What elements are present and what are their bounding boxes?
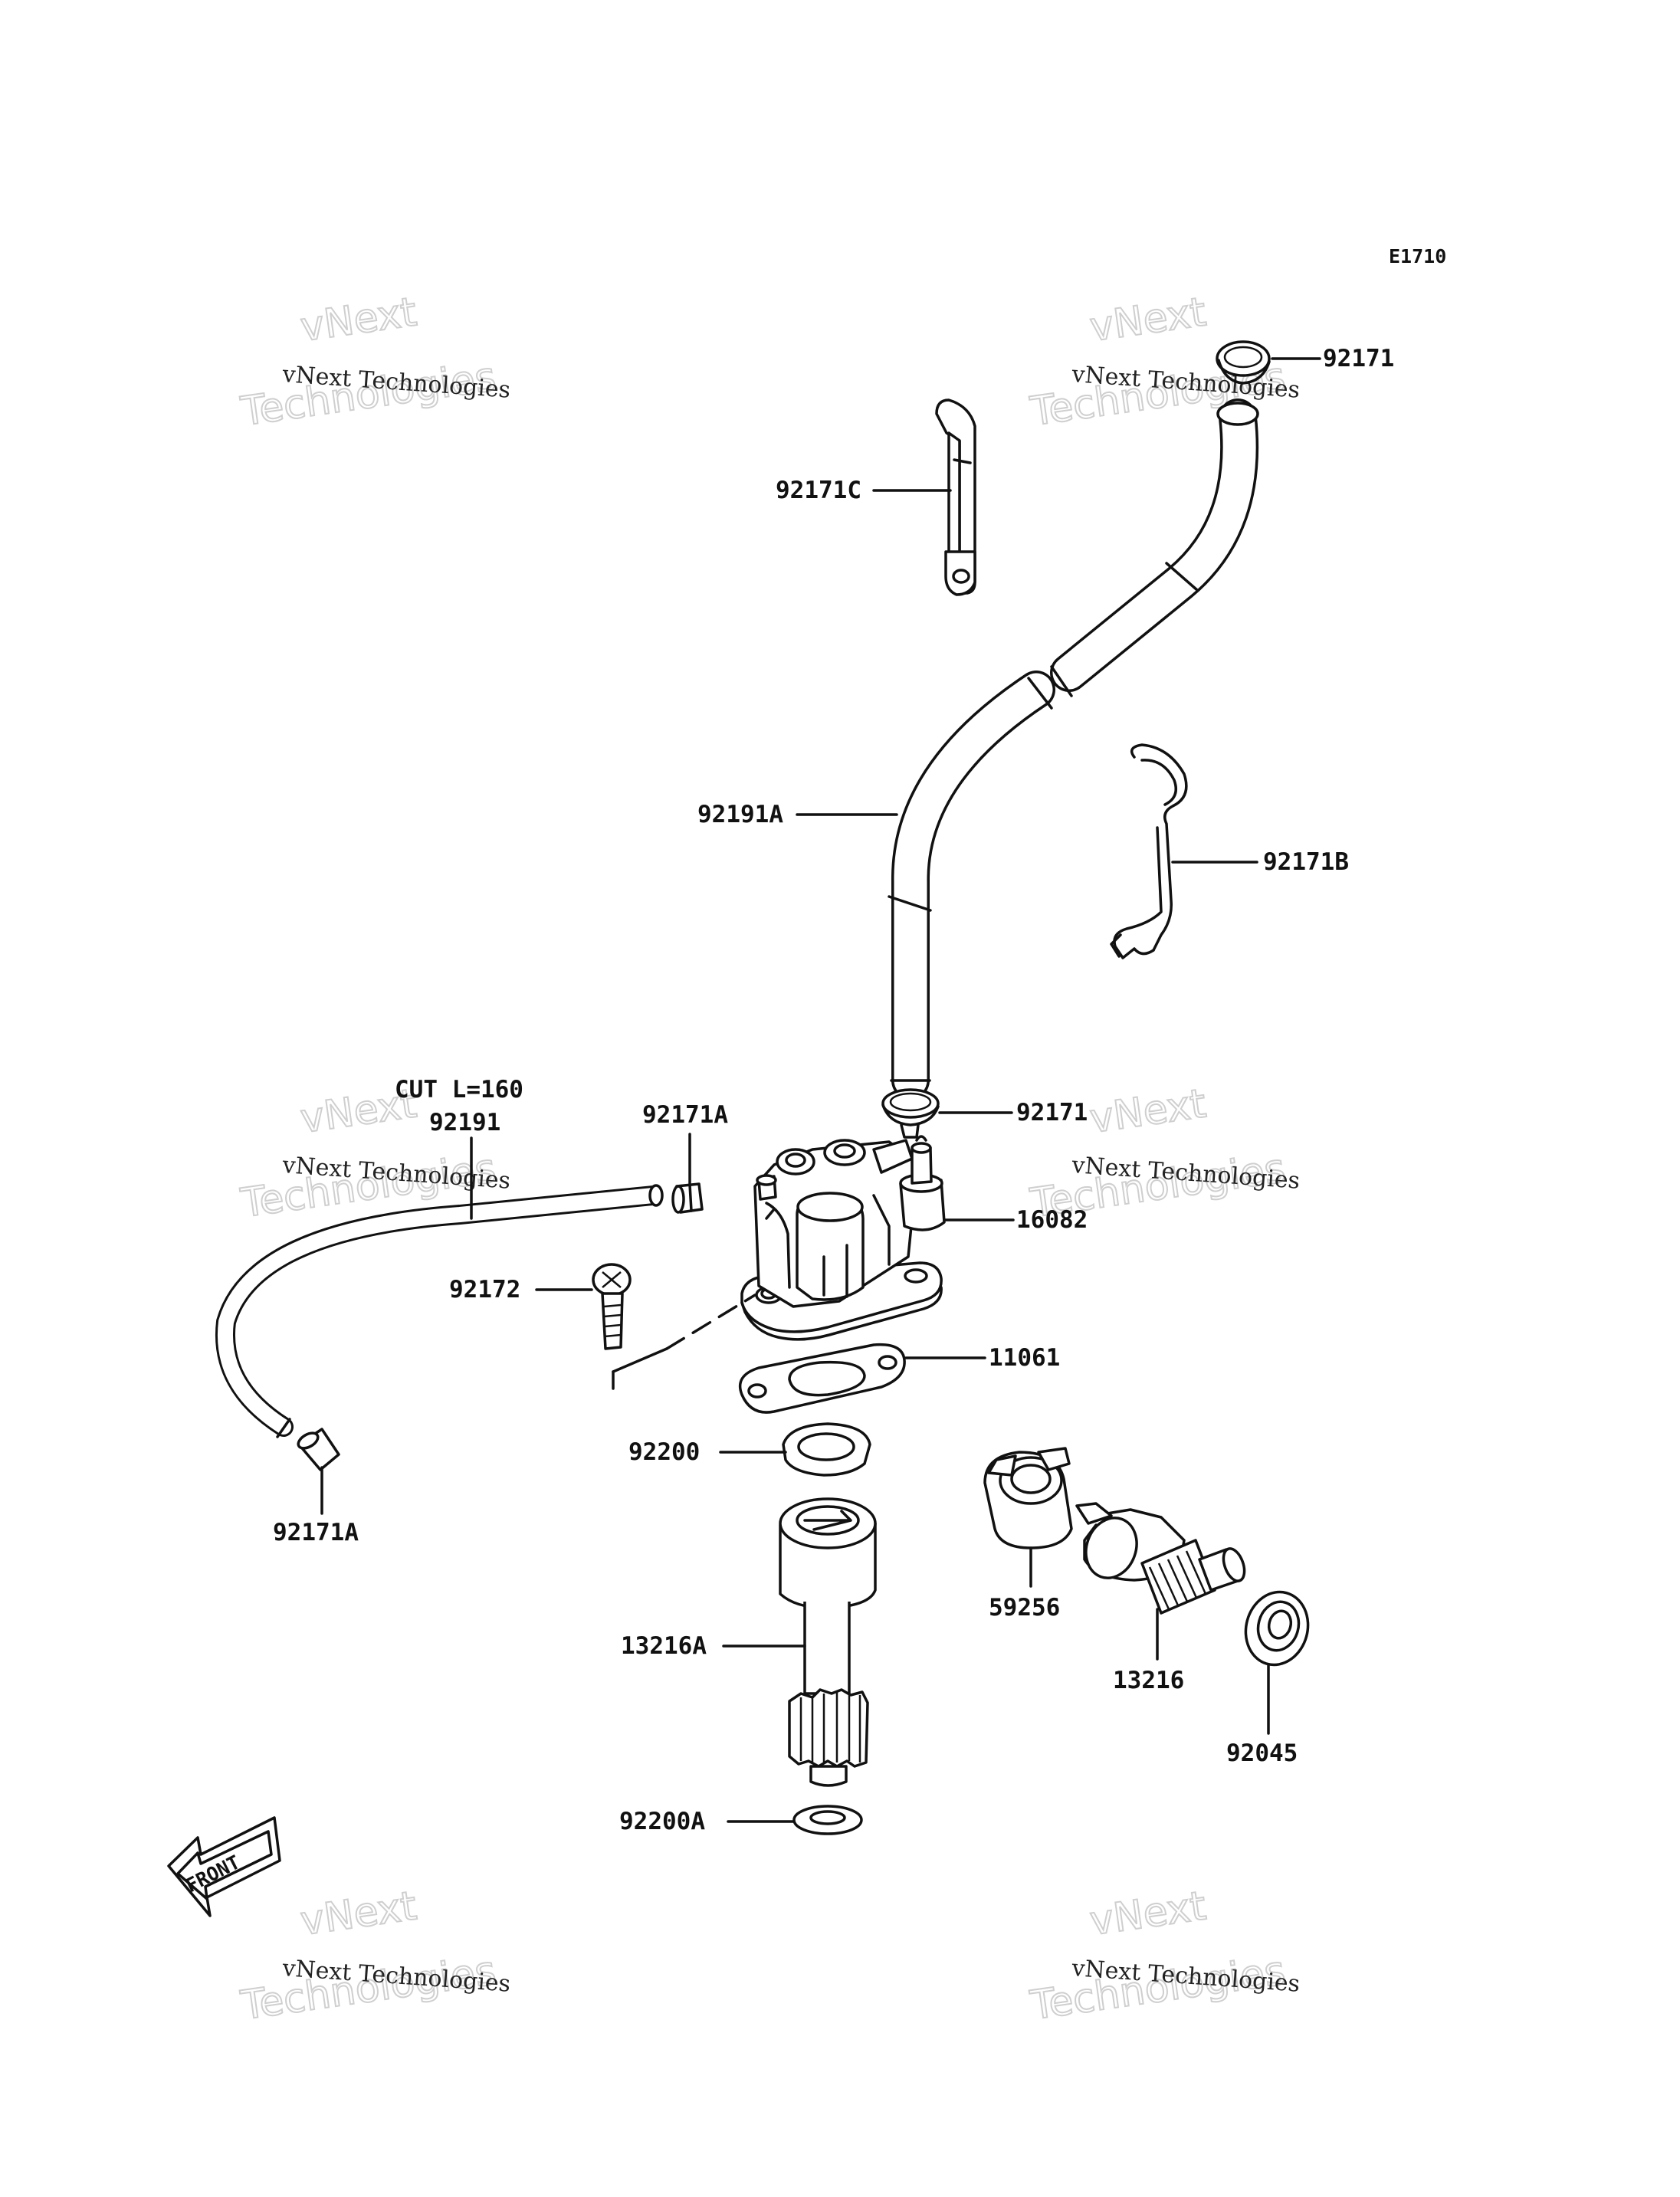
- svg-text:vNext: vNext: [297, 289, 419, 351]
- label-92191: 92191: [429, 1109, 500, 1136]
- label-16082: 16082: [1016, 1206, 1088, 1234]
- diagram-code: E1710: [1389, 245, 1446, 267]
- part-59256-collar: [983, 1447, 1073, 1549]
- front-arrow-icon: FRONT: [167, 1816, 281, 1917]
- label-92172: 92172: [449, 1276, 520, 1303]
- part-92171a-top-clamp: [671, 1182, 704, 1214]
- label-92200: 92200: [628, 1438, 700, 1466]
- part-92191a-tube: [888, 398, 1259, 1100]
- svg-text:vNext: vNext: [1087, 289, 1209, 351]
- label-92191a: 92191A: [697, 801, 783, 828]
- svg-text:vNext: vNext: [1087, 1883, 1209, 1945]
- watermark-bottom-left: vNext Technologies vNext Technologies: [237, 1882, 511, 2030]
- label-59256: 59256: [989, 1594, 1060, 1622]
- label-11061: 11061: [989, 1344, 1060, 1372]
- label-13216: 13216: [1113, 1667, 1184, 1694]
- label-92171c: 92171C: [776, 477, 861, 504]
- label-92171-mid: 92171: [1016, 1099, 1088, 1126]
- part-13216-gear: [1075, 1502, 1246, 1615]
- label-92045: 92045: [1226, 1740, 1298, 1767]
- svg-text:vNext: vNext: [297, 1883, 419, 1945]
- part-92045-seal: [1244, 1590, 1310, 1667]
- part-16082-oil-pump: [740, 1135, 946, 1341]
- watermark-top-left: vNext Technologies vNext Technologies: [237, 288, 511, 436]
- part-92172-screw: [592, 1263, 632, 1350]
- part-13216a-shaft: [779, 1497, 877, 1787]
- part-92171-mid-clamp: [881, 1088, 940, 1139]
- note-cut-length: CUT L=160: [395, 1076, 523, 1103]
- part-92200-washer: [782, 1422, 871, 1477]
- part-11061-gasket: [738, 1343, 906, 1414]
- part-92171c-clip: [935, 398, 976, 596]
- label-92171b: 92171B: [1263, 848, 1349, 876]
- part-92191-hose: [215, 1184, 664, 1438]
- label-92171a-top: 92171A: [642, 1101, 728, 1129]
- part-92171a-bottom-clamp: [297, 1428, 340, 1471]
- watermark-bottom-right: vNext Technologies vNext Technologies: [1026, 1882, 1301, 2030]
- label-92171a-bottom: 92171A: [273, 1519, 359, 1546]
- part-92200a-washer: [792, 1805, 863, 1835]
- label-13216a: 13216A: [621, 1632, 707, 1660]
- part-92171-top-clamp: [1216, 340, 1271, 385]
- label-92200a: 92200A: [619, 1808, 705, 1835]
- part-92171b-wire-clip: [1110, 743, 1188, 959]
- label-92171-top: 92171: [1323, 345, 1394, 372]
- svg-text:vNext: vNext: [1087, 1080, 1209, 1143]
